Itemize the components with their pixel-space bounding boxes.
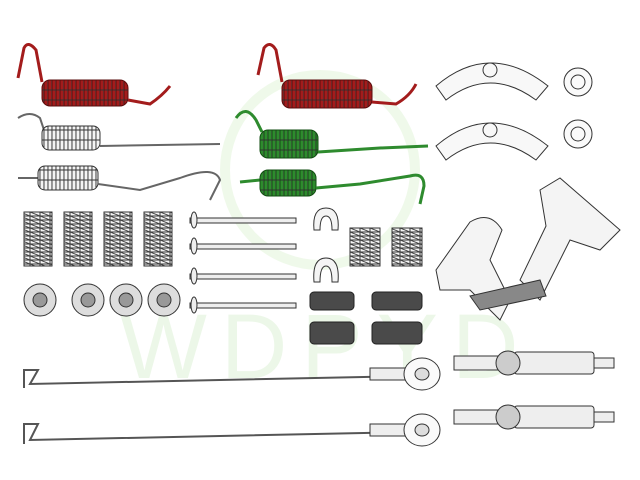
hold-down-pins (189, 211, 297, 314)
white-spring-1 (17, 113, 221, 151)
red-return-spring-right (256, 43, 418, 109)
parking-brake-levers (435, 177, 621, 321)
hold-down-caps (23, 283, 181, 317)
white-spring-2 (18, 165, 222, 201)
green-spring-1 (234, 110, 429, 159)
adjuster-screws (453, 350, 615, 430)
hold-down-springs (23, 211, 173, 267)
rubber-grommets (309, 291, 423, 345)
green-spring-2 (239, 169, 426, 205)
shoe-retainer-plates (435, 62, 549, 161)
washers (563, 67, 593, 149)
small-springs (349, 227, 423, 267)
adjuster-cable-rods (23, 357, 441, 447)
red-return-spring-left (16, 43, 172, 107)
u-clips (313, 207, 339, 283)
